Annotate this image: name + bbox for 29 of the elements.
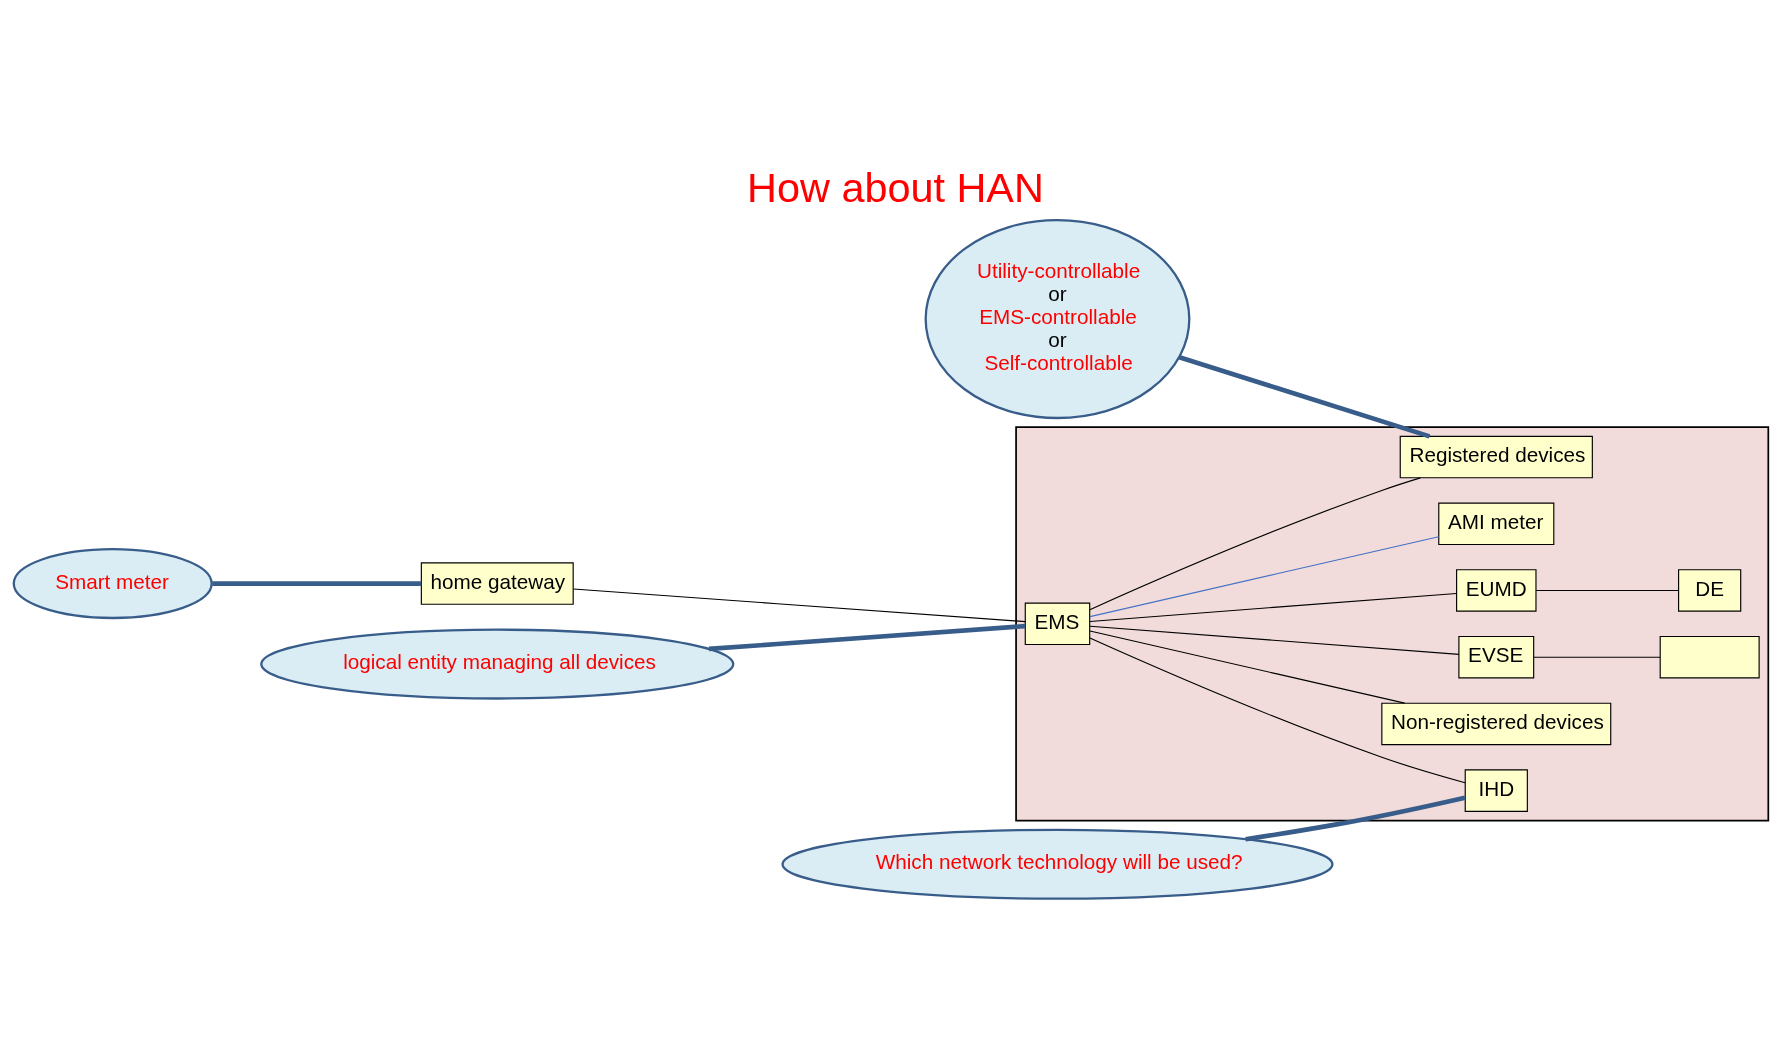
node-ellipse: logical entity managing all devices [260, 628, 735, 700]
connector [1089, 592, 1457, 622]
connector [1089, 476, 1421, 610]
node-box: Non-registered devices [1381, 702, 1612, 745]
connector [1089, 629, 1406, 704]
connector [1533, 656, 1661, 658]
node-ellipse: Utility-controllable or EMS-controllable or Self-controllable [924, 218, 1191, 419]
node-box: EVSE [1458, 635, 1535, 678]
node-ellipse: Smart meter [12, 547, 213, 619]
node-ellipse: Which network technology will be used? [781, 828, 1334, 900]
node-box: EMS [1024, 602, 1091, 645]
cluster [1015, 425, 1770, 821]
connector [572, 587, 1026, 622]
connector [1089, 625, 1460, 655]
node-box: home gateway [420, 561, 574, 605]
node-box [1659, 635, 1760, 678]
connector [1089, 636, 1466, 783]
connector [1089, 535, 1440, 617]
node-box: AMI meter [1438, 502, 1555, 545]
connector [212, 580, 422, 586]
diagram-title: How about HAN [747, 164, 1044, 211]
node-box: IHD [1464, 768, 1528, 812]
connector [1178, 354, 1431, 439]
connector [1535, 589, 1680, 591]
node-box: EUMD [1456, 568, 1537, 612]
connector [1245, 794, 1466, 841]
connector [708, 623, 1026, 651]
node-box: Registered devices [1399, 435, 1593, 478]
node-box: DE [1678, 568, 1742, 612]
